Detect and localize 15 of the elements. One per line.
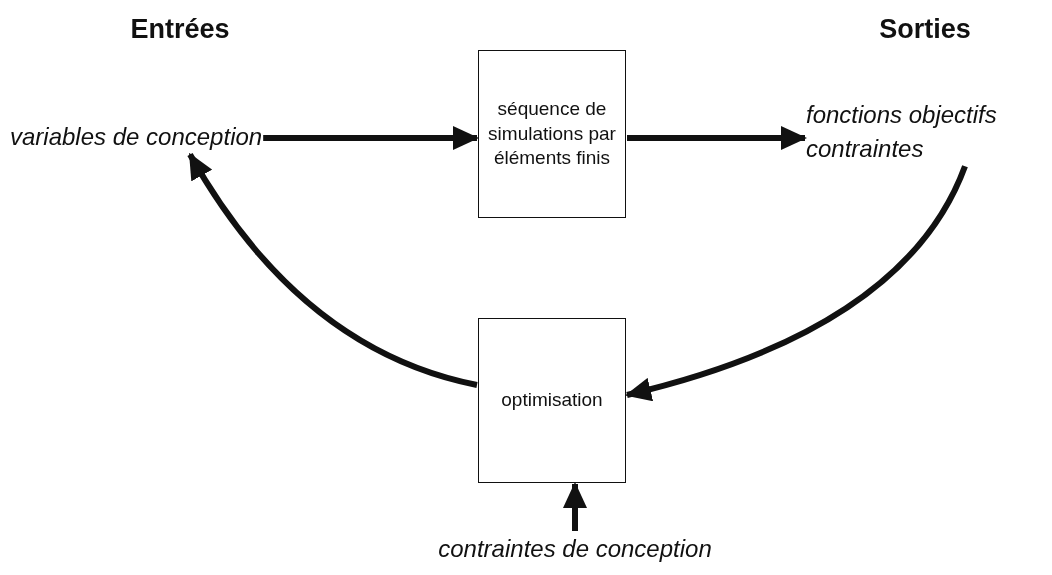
column-heading: Entrées [130, 14, 230, 45]
column-heading: Sorties [879, 14, 971, 45]
box-text: optimisation [501, 388, 603, 413]
box-text: séquence de simulations par éléments finis [487, 96, 617, 171]
arrow [263, 126, 479, 150]
output-text: contraintes [806, 133, 925, 164]
process-box [478, 50, 626, 218]
arrow [187, 152, 478, 388]
process-box [478, 318, 626, 483]
input-text: contraintes de conception [438, 532, 712, 566]
input-text: variables de conception [10, 120, 263, 154]
arrow [625, 165, 968, 401]
output-text: fonctions objectifs [806, 100, 997, 130]
arrow [627, 126, 807, 150]
arrow [563, 482, 587, 531]
